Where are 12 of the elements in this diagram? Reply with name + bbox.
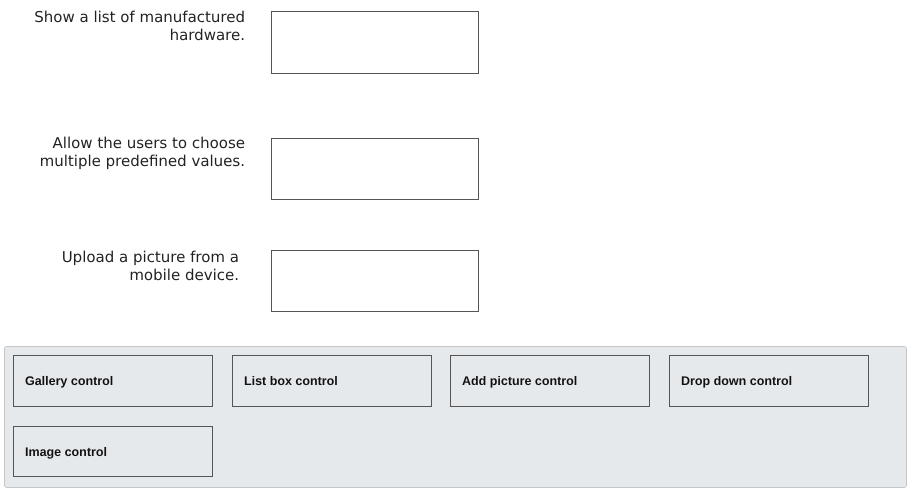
prompt-text: Show a list of manufactured hardware. [33, 8, 245, 44]
options-panel [4, 346, 907, 488]
prompt-text: Upload a picture from a mobile device. [60, 248, 239, 284]
answer-option: Image control [13, 426, 213, 477]
answer-option: Add picture control [450, 355, 650, 407]
answer-option: Gallery control [13, 355, 213, 407]
answer-option: List box control [232, 355, 432, 407]
answer-box [271, 11, 479, 74]
answer-box [271, 250, 479, 312]
answer-box [271, 138, 479, 200]
prompt-text: Allow the users to choose multiple predefined values. [38, 134, 245, 170]
answer-option: Drop down control [669, 355, 869, 407]
